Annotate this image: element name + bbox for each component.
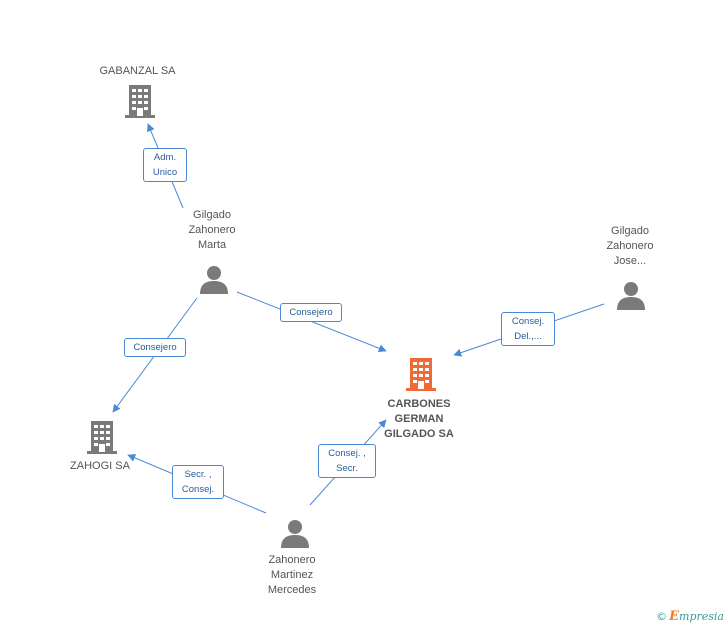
- gilgado-jose-label[interactable]: Gilgado Zahonero Jose...: [606, 225, 654, 267]
- copyright-symbol: ©: [656, 610, 668, 623]
- gabanzal-label[interactable]: GABANZAL SA: [99, 65, 176, 77]
- brand-logo-e: E: [669, 609, 680, 624]
- edge-label-adm-unico: Adm. Unico: [143, 148, 187, 182]
- zahogi-label[interactable]: ZAHOGI SA: [70, 460, 130, 472]
- empresia-brand: ©Empresia: [656, 609, 724, 624]
- edge-label-secr-consej: Secr. , Consej.: [172, 465, 224, 499]
- gilgado-marta-label[interactable]: Gilgado Zahonero Marta: [188, 209, 236, 251]
- zahogi-building-icon: [87, 421, 117, 454]
- carbones-label[interactable]: CARBONES GERMAN GILGADO SA: [384, 398, 454, 440]
- edge-label-consej-secr: Consej. , Secr.: [318, 444, 376, 478]
- zahonero-mercedes-person-icon: [281, 520, 309, 548]
- edge-label-consejero-carbones: Consejero: [280, 303, 342, 322]
- gilgado-marta-person-icon: [200, 266, 228, 294]
- edge-label-consejero-zahogi: Consejero: [124, 338, 186, 357]
- edge-label-consej-del: Consej. Del.,...: [501, 312, 555, 346]
- zahonero-mercedes-label[interactable]: Zahonero Martinez Mercedes: [267, 554, 317, 596]
- gilgado-jose-person-icon: [617, 282, 645, 310]
- brand-name: mpresia: [679, 610, 724, 623]
- gabanzal-building-icon: [125, 85, 155, 118]
- carbones-building-icon: [406, 358, 436, 391]
